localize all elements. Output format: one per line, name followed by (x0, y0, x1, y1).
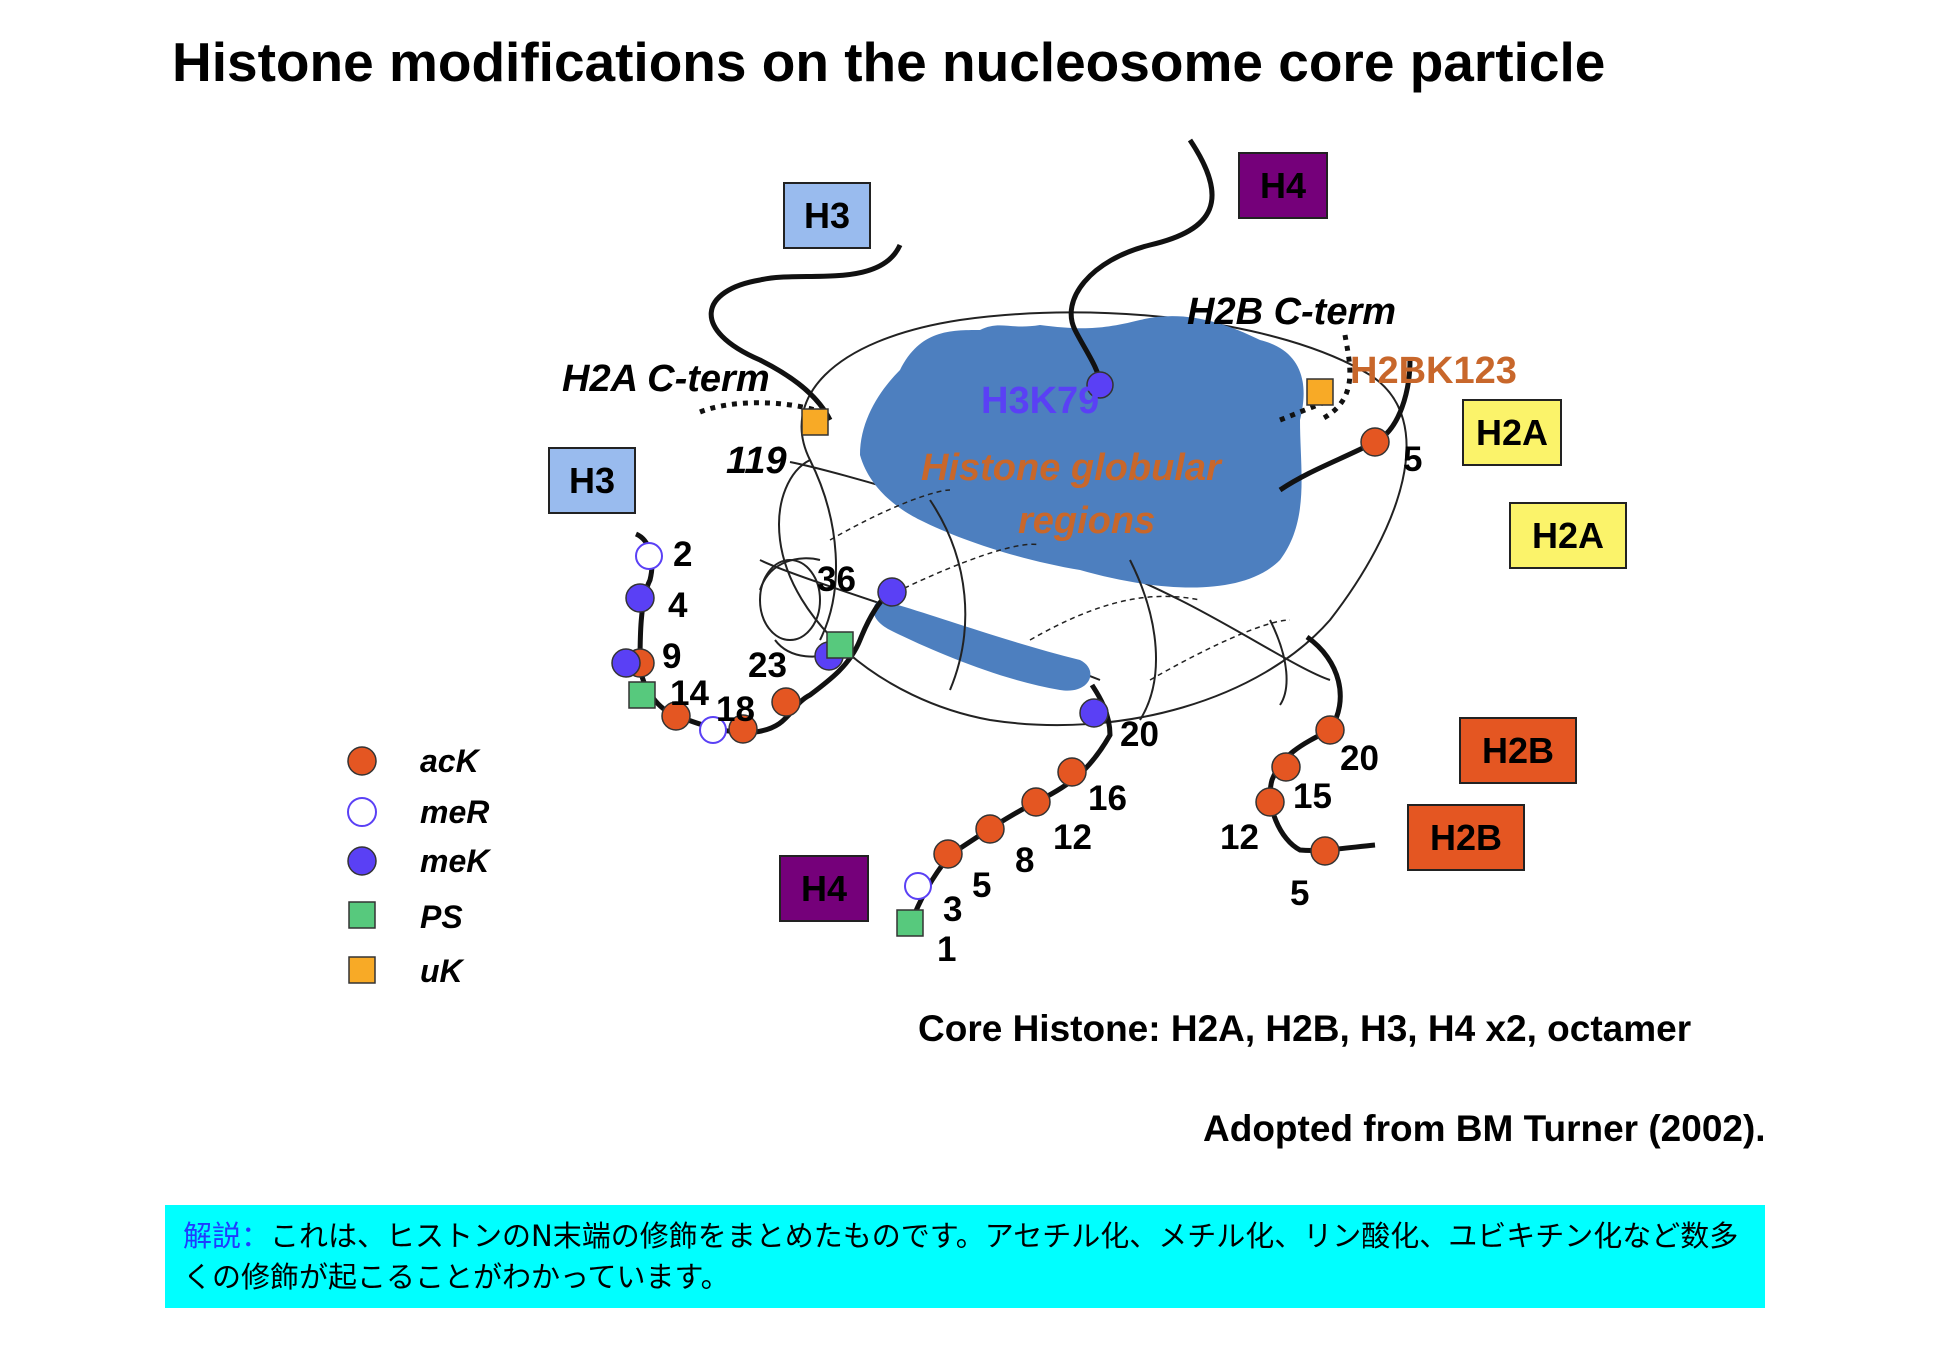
h3-top-marks (801, 408, 829, 436)
mer-marker-h3-17 (699, 716, 727, 744)
h4-residue-12: 12 (1053, 818, 1092, 857)
h2bk123-label: H2BK123 (1350, 350, 1517, 392)
h2a-cterm-label: H2A C-term (562, 358, 770, 400)
h2b-residue-20: 20 (1340, 739, 1379, 778)
k119-label: 119 (726, 440, 787, 482)
h3-residue-36: 36 (817, 560, 856, 599)
h4-top-box: H4 (1238, 152, 1328, 219)
h3-residue-9: 9 (662, 637, 682, 676)
ack-marker-h4-12 (1021, 787, 1051, 817)
source-caption: Adopted from BM Turner (2002). (1203, 1108, 1766, 1149)
h4-bottom-marks (896, 698, 1109, 937)
ps-marker-h4-1 (896, 909, 924, 937)
legend-mer-symbol (347, 797, 377, 827)
h4-bottom-box: H4 (779, 855, 869, 922)
h2b-residue-5: 5 (1290, 874, 1310, 913)
mek-marker-h3-36 (877, 577, 907, 607)
h4-residue-8: 8 (1015, 841, 1035, 880)
legend-ack-symbol (347, 746, 377, 776)
uk-marker-h2bk123 (1306, 378, 1334, 406)
h3-residue-18: 18 (716, 690, 755, 729)
mek-marker-h3-4 (625, 583, 655, 613)
h3-residue-14: 14 (670, 674, 709, 713)
globular-label-line1: Histone globular (921, 447, 1221, 489)
h2b-box-1: H2B (1459, 717, 1577, 784)
h2b-cterm-tail (1318, 334, 1353, 423)
mek-marker-h3k79 (1086, 371, 1114, 399)
h2a-box-2: H2A (1509, 502, 1627, 569)
h3-top-tail (708, 243, 903, 422)
h3-residue-23: 23 (748, 646, 787, 685)
h4-residue-1: 1 (937, 930, 957, 969)
h3-left-marks (611, 542, 907, 744)
h4-residue-20: 20 (1120, 715, 1159, 754)
h2b-residue-15: 15 (1293, 777, 1332, 816)
legend-label-mek: meK (420, 843, 490, 879)
globular-core-lower (873, 600, 1091, 691)
mek-marker-h3-9 (611, 648, 641, 678)
legend-ps-symbol (348, 901, 376, 929)
ack-marker-h4-16 (1057, 757, 1087, 787)
ps-marker-h3-10 (628, 681, 656, 709)
ack-marker-h2b-20 (1315, 715, 1345, 745)
legend-label-mer: meR (420, 794, 490, 830)
h3-residue-4: 4 (668, 586, 688, 625)
h4-residue-16: 16 (1088, 779, 1127, 818)
legend-label-ack: acK (420, 743, 479, 779)
h4-residue-5: 5 (972, 866, 992, 905)
h3k79-label: H3K79 (981, 380, 1100, 422)
ack-marker-h2b-15 (1271, 752, 1301, 782)
h3-residue-2: 2 (673, 535, 693, 574)
h2b-box-2: H2B (1407, 804, 1525, 871)
h4-top-tail (1068, 138, 1215, 386)
legend-mek-symbol (347, 846, 377, 876)
h2a-box-1: H2A (1462, 399, 1562, 466)
ack-marker-h2a-5 (1360, 427, 1390, 457)
note-text: これは、ヒストンのN末端の修飾をまとめたものです。アセチル化、メチル化、リン酸化… (183, 1219, 1739, 1294)
mer-marker-h3-2 (635, 542, 663, 570)
uk-marker-119 (801, 408, 829, 436)
legend-symbols (347, 746, 377, 984)
h3-left-box: H3 (548, 447, 636, 514)
h2b-marks (1255, 715, 1345, 866)
legend-label-ps: PS (420, 899, 463, 935)
globular-core (860, 316, 1304, 588)
ack-marker-h4-5 (933, 839, 963, 869)
globular-label-line2: regions (1018, 500, 1156, 542)
ack-marker-h2b-5 (1310, 836, 1340, 866)
h3-top-box: H3 (783, 182, 871, 249)
h2b-residue-12: 12 (1220, 818, 1259, 857)
explanation-note: 解説：これは、ヒストンのN末端の修飾をまとめたものです。アセチル化、メチル化、リ… (165, 1205, 1765, 1308)
mek-marker-h4-20 (1079, 698, 1109, 728)
ack-marker-h3-18 (728, 714, 758, 744)
h2a-residue-5: 5 (1403, 440, 1423, 479)
nucleosome-outline (778, 311, 1408, 727)
h2b-cterm-label: H2B C-term (1187, 291, 1397, 333)
h4-residue-3: 3 (943, 890, 963, 929)
core-histone-caption: Core Histone: H2A, H2B, H3, H4 x2, octam… (918, 1008, 1692, 1049)
ack-marker-h4-8 (975, 814, 1005, 844)
ack-marker-h3-23 (771, 687, 801, 717)
ack-marker-h2b-12 (1255, 787, 1285, 817)
ack-marker-h3-14 (661, 701, 691, 731)
mer-marker-h4-3 (904, 872, 932, 900)
note-heading: 解説： (183, 1219, 271, 1253)
page-title: Histone modifications on the nucleosome … (172, 31, 1606, 93)
ps-marker-h3-28 (826, 631, 854, 659)
legend-uk-symbol (348, 956, 376, 984)
legend-label-uk: uK (420, 953, 463, 989)
h4-bottom-tail (907, 683, 1113, 926)
